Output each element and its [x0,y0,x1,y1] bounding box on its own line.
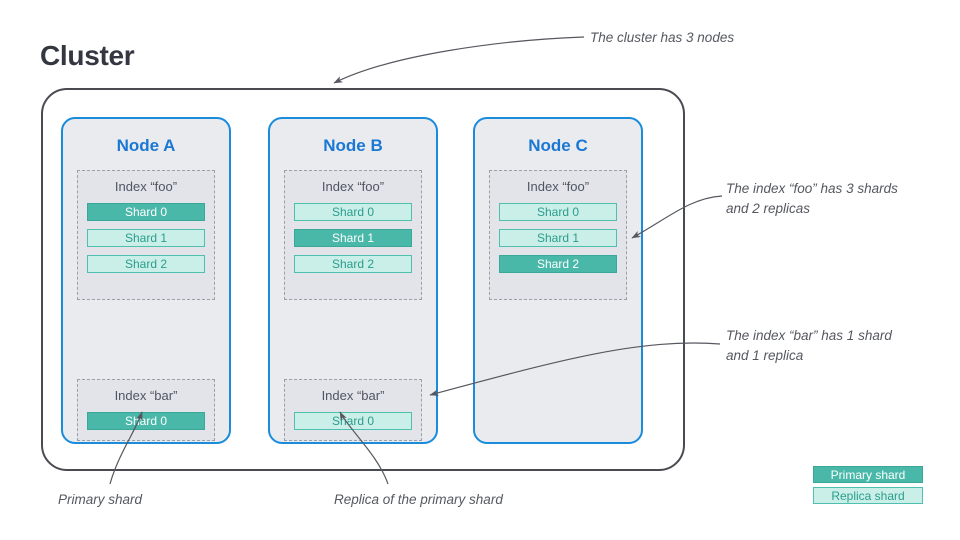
shard-replica[interactable]: Shard 1 [87,229,205,247]
node-b-index-bar: Index “bar” Shard 0 [284,379,422,441]
index-label: Index “foo” [526,179,590,194]
shard-replica[interactable]: Shard 0 [294,412,412,430]
legend-item-replica: Replica shard [813,487,923,504]
annotation-index-bar: The index “bar” has 1 shard and 1 replic… [726,328,892,363]
node-a-title: Node A [116,136,176,155]
annotation-replica-shard: Replica of the primary shard [334,492,503,507]
shard-primary[interactable]: Shard 0 [87,203,205,221]
annotation-cluster: The cluster has 3 nodes [590,30,735,45]
node-b-title: Node B [323,136,383,155]
shard-primary[interactable]: Shard 0 [87,412,205,430]
node-a[interactable]: Node A Index “foo” Shard 0 Shard 1 Shard… [61,117,231,444]
annotation-index-foo: The index “foo” has 3 shards and 2 repli… [726,181,898,216]
shard-replica[interactable]: Shard 2 [294,255,412,273]
index-label: Index “foo” [321,179,385,194]
index-label: Index “bar” [114,388,178,403]
leader-cluster [333,36,585,84]
shard-replica[interactable]: Shard 2 [87,255,205,273]
annotation-primary-shard: Primary shard [58,492,143,507]
node-a-index-foo: Index “foo” Shard 0 Shard 1 Shard 2 [77,170,215,300]
node-c[interactable]: Node C Index “foo” Shard 0 Shard 1 Shard… [473,117,643,444]
node-b[interactable]: Node B Index “foo” Shard 0 Shard 1 Shard… [268,117,438,444]
legend: Primary shard Replica shard [813,466,923,508]
legend-item-primary: Primary shard [813,466,923,483]
shard-replica[interactable]: Shard 0 [294,203,412,221]
spacer [63,300,229,379]
shard-replica[interactable]: Shard 0 [499,203,617,221]
page-title: Cluster [40,40,135,71]
shard-primary[interactable]: Shard 2 [499,255,617,273]
node-b-index-foo: Index “foo” Shard 0 Shard 1 Shard 2 [284,170,422,300]
shard-replica[interactable]: Shard 1 [499,229,617,247]
node-a-index-bar: Index “bar” Shard 0 [77,379,215,441]
index-label: Index “bar” [321,388,385,403]
node-c-index-foo: Index “foo” Shard 0 Shard 1 Shard 2 [489,170,627,300]
spacer [270,300,436,379]
node-c-title: Node C [528,136,588,155]
index-label: Index “foo” [114,179,178,194]
shard-primary[interactable]: Shard 1 [294,229,412,247]
